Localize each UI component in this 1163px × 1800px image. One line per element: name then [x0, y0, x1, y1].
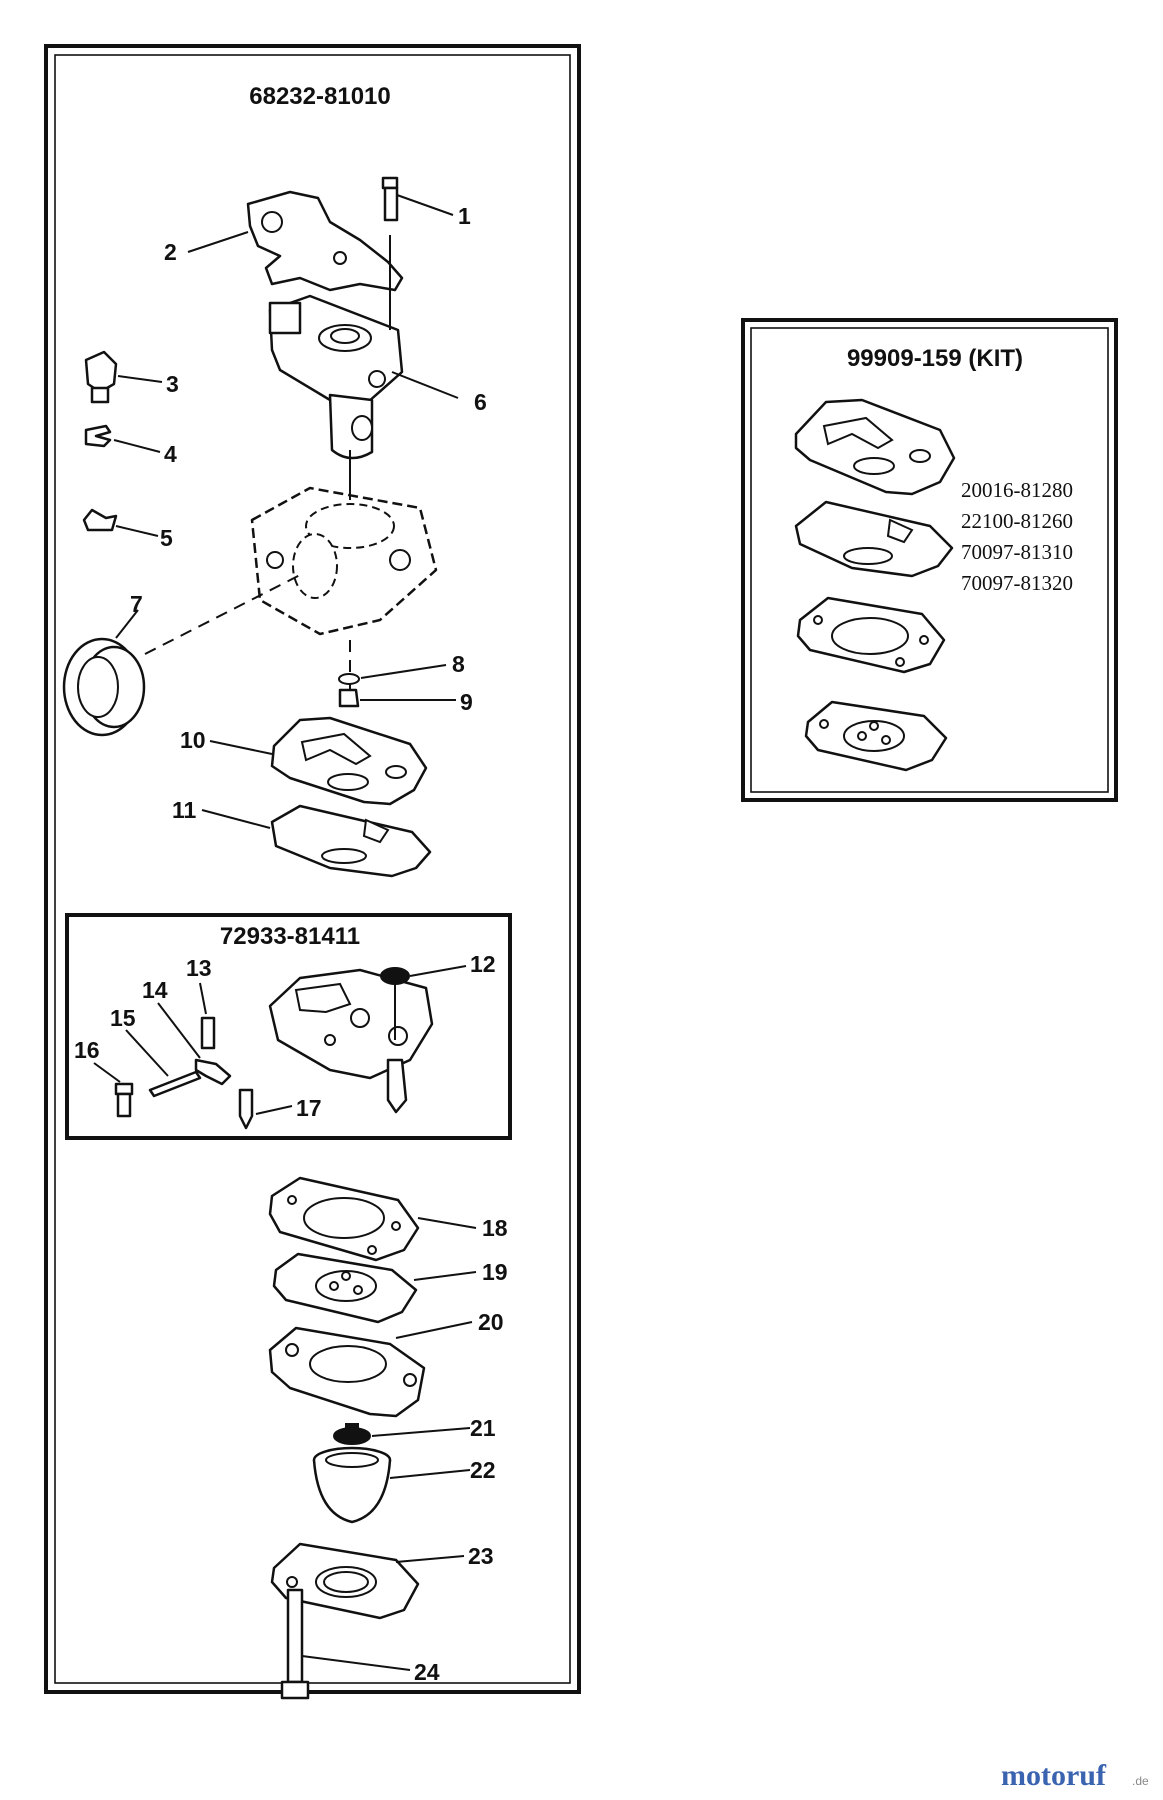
- callout-11: 11: [172, 797, 197, 823]
- callout-2: 2: [164, 239, 177, 265]
- callout-22: 22: [470, 1457, 496, 1483]
- callout-7: 7: [130, 591, 143, 617]
- part-19-metering-diaphragm: [272, 1252, 477, 1324]
- kit-part-number-3: 70097-81310: [961, 540, 1073, 564]
- motoruf-watermark: motoruf .de: [1001, 1759, 1149, 1792]
- part-7-filter-ring: [62, 609, 146, 737]
- kit-title: 99909-159 (KIT): [847, 345, 1023, 372]
- callout-24: 24: [414, 1659, 440, 1685]
- part-12-metering-body: [268, 965, 467, 1114]
- sub-assembly-part-number: 72933-81411: [220, 923, 360, 950]
- part-11-pump-diaphragm: [201, 804, 432, 878]
- part-14-lever: [157, 1002, 232, 1086]
- callout-1: 1: [458, 203, 471, 229]
- callout-18: 18: [482, 1215, 508, 1241]
- callout-20: 20: [478, 1309, 504, 1335]
- part-18-metering-gasket: [268, 1176, 477, 1262]
- part-24-bolt: [280, 1588, 411, 1700]
- part-8-o-ring: [338, 664, 447, 685]
- part-5-valve: [82, 508, 159, 537]
- callout-10: 10: [180, 727, 206, 753]
- part-3-plug: [84, 350, 163, 404]
- main-assembly-frame: [44, 44, 581, 1694]
- part-23-bulb-flange: [270, 1542, 465, 1620]
- callout-17: 17: [296, 1095, 322, 1121]
- kit-gasket-1: [794, 398, 956, 496]
- part-16-screw: [93, 1062, 134, 1118]
- kit-part-number-2: 22100-81260: [961, 509, 1073, 533]
- kit-gasket-2: [796, 596, 946, 674]
- part-9-jet: [338, 688, 456, 708]
- callout-labels: 1 2 3 4 5 6 7 8 9 10 11 12 13 14 15 16 1…: [74, 203, 508, 1685]
- carburetor-body: [250, 450, 438, 636]
- part-15-pin: [125, 1029, 202, 1098]
- part-17-needle: [238, 1088, 293, 1130]
- kit-part-number-4: 70097-81320: [961, 571, 1073, 595]
- callout-8: 8: [452, 651, 465, 677]
- callout-6: 6: [474, 389, 487, 415]
- callout-3: 3: [166, 371, 179, 397]
- watermark-brand: motoruf: [1001, 1759, 1107, 1792]
- callout-4: 4: [164, 441, 177, 467]
- part-13-spring: [199, 982, 216, 1050]
- callout-5: 5: [160, 525, 173, 551]
- part-21-check-valve: [333, 1423, 471, 1445]
- main-assembly-part-number: 68232-81010: [249, 83, 390, 110]
- part-1-screw: [381, 176, 454, 222]
- callout-23: 23: [468, 1543, 494, 1569]
- part-20-metering-cover: [268, 1321, 473, 1418]
- part-6-throttle-body: [268, 294, 459, 460]
- part-22-primer-bulb: [312, 1446, 471, 1524]
- callout-14: 14: [142, 977, 168, 1003]
- kit-part-number-1: 20016-81280: [961, 478, 1073, 502]
- callout-21: 21: [470, 1415, 496, 1441]
- callout-12: 12: [470, 951, 496, 977]
- kit-diaphragm-1: [794, 500, 954, 578]
- callout-13: 13: [186, 955, 212, 981]
- part-2-throttle-lever: [187, 190, 404, 292]
- callout-19: 19: [482, 1259, 508, 1285]
- kit-diaphragm-2: [804, 700, 948, 772]
- callout-9: 9: [460, 689, 473, 715]
- callout-16: 16: [74, 1037, 100, 1063]
- part-10-pump-gasket: [209, 716, 428, 806]
- watermark-suffix: .de: [1132, 1774, 1149, 1788]
- callout-15: 15: [110, 1005, 136, 1031]
- kit-frame: [741, 318, 1118, 802]
- part-4-clip: [84, 424, 161, 453]
